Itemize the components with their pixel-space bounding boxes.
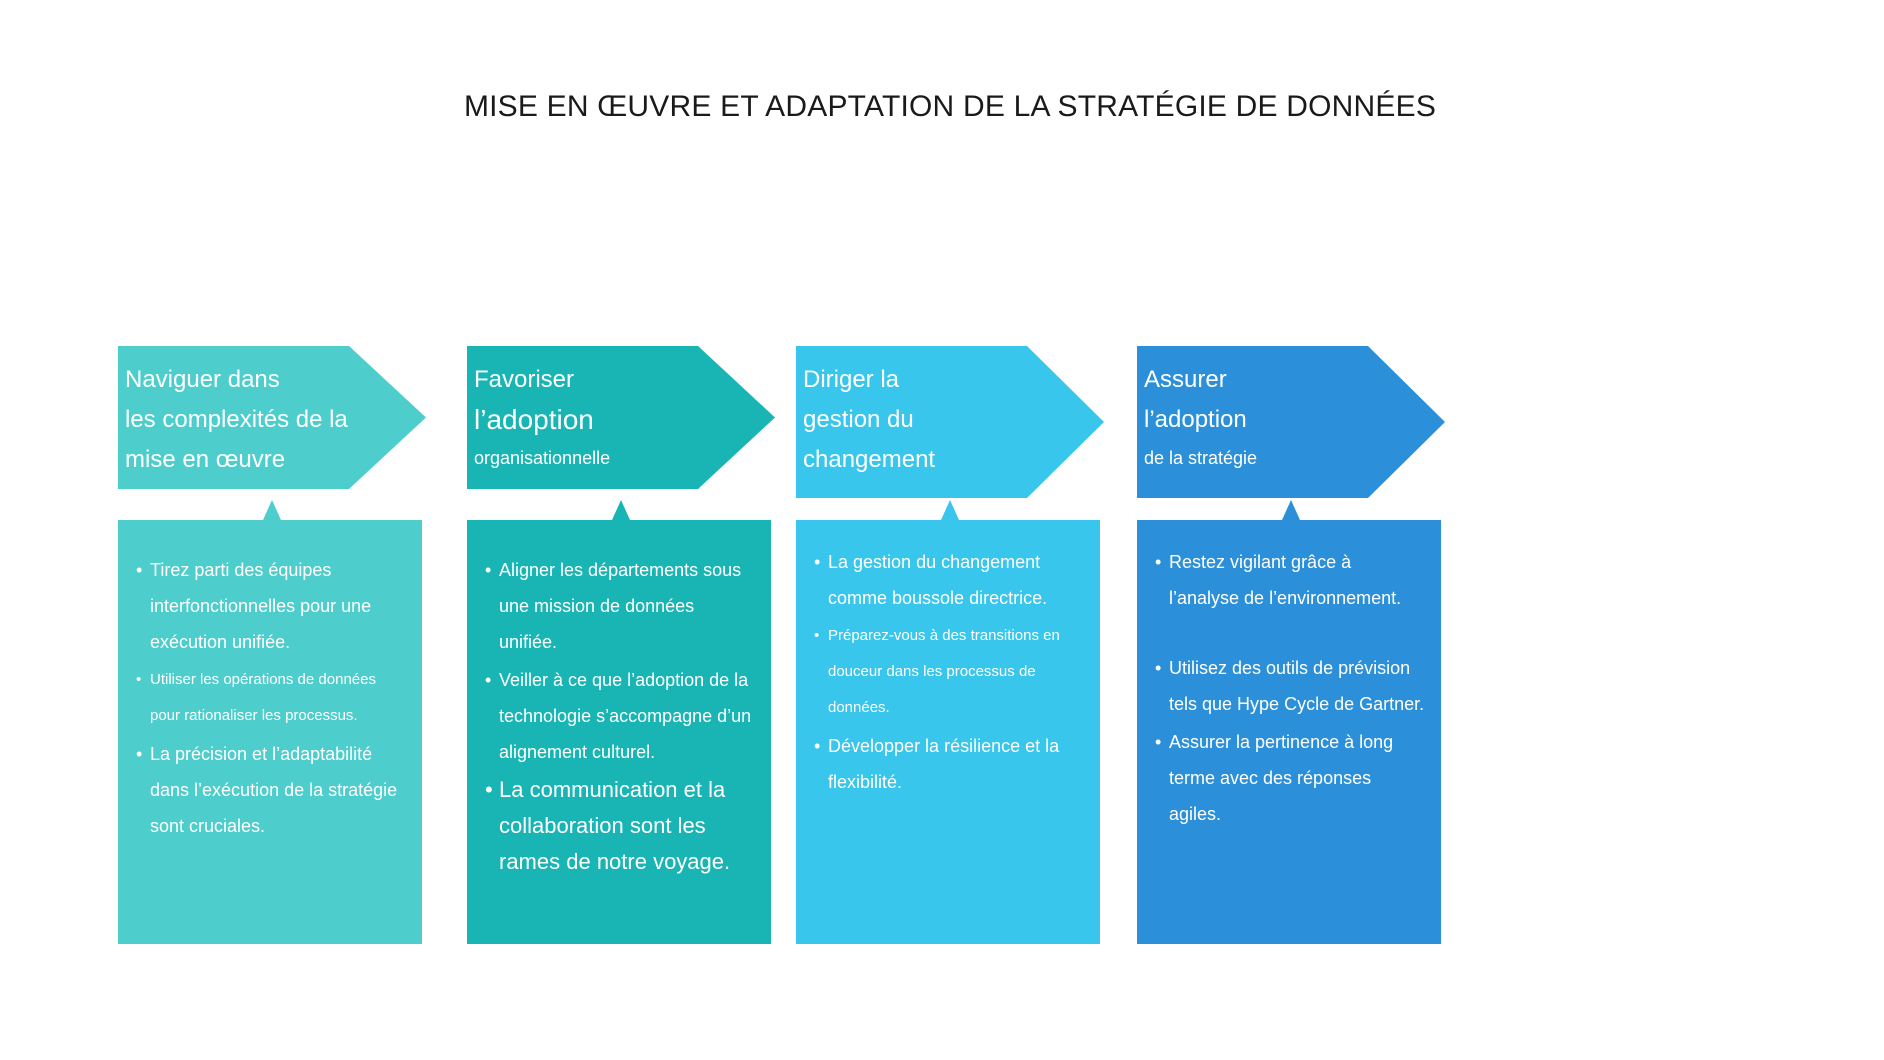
heading-line: Favoriser <box>474 366 575 393</box>
arrow-header: Assurer l’adoption de la stratégie <box>1137 346 1445 498</box>
arrow-header: Diriger la gestion du changement <box>796 346 1104 498</box>
heading-line: les complexités de la <box>125 406 348 433</box>
column-ensure-strategy-adoption: Assurer l’adoption de la stratégie Reste… <box>1137 346 1445 946</box>
bullet-item: La communication et la collaboration son… <box>485 772 755 880</box>
arrow-header-label: Favoriser l’adoption organisationnelle <box>474 360 704 476</box>
heading-line: l’adoption <box>1144 406 1247 433</box>
arrow-header-label: Naviguer dans les complexités de la mise… <box>125 360 355 480</box>
bullet-item: La précision et l’adaptabilité dans l’ex… <box>136 736 406 844</box>
heading-line: de la stratégie <box>1144 448 1258 468</box>
bullet-item: Développer la résilience et la flexibili… <box>814 728 1084 800</box>
pointer-triangle <box>263 500 281 520</box>
bullet-item: Aligner les départements sous une missio… <box>485 552 755 660</box>
heading-line: l’adoption <box>474 404 594 435</box>
bullet-box: La gestion du changement comme boussole … <box>796 520 1100 944</box>
bullet-list: Restez vigilant grâce à l’analyse de l’e… <box>1137 520 1441 832</box>
arrow-header: Naviguer dans les complexités de la mise… <box>118 346 426 489</box>
bullet-item: Assurer la pertinence à long terme avec … <box>1155 724 1425 832</box>
heading-line: gestion du <box>803 406 914 433</box>
bullet-item: Utiliser les opérations de données pour … <box>136 662 406 734</box>
pointer-triangle <box>612 500 630 520</box>
page-title: MISE EN ŒUVRE ET ADAPTATION DE LA STRATÉ… <box>463 90 1437 123</box>
bullet-item: Utilisez des outils de prévision tels qu… <box>1155 650 1425 722</box>
pointer-triangle <box>941 500 959 520</box>
bullet-item: La gestion du changement comme boussole … <box>814 544 1084 616</box>
bullet-item: Préparez-vous à des transitions en douce… <box>814 618 1084 726</box>
heading-line: organisationnelle <box>474 448 611 468</box>
bullet-list: La gestion du changement comme boussole … <box>796 520 1100 800</box>
pointer-triangle <box>1282 500 1300 520</box>
bullet-box: Aligner les départements sous une missio… <box>467 520 771 944</box>
column-foster-adoption: Favoriser l’adoption organisationnelle A… <box>467 346 775 946</box>
bullet-item: Tirez parti des équipes interfonctionnel… <box>136 552 406 660</box>
bullet-item: Veiller à ce que l’adoption de la techno… <box>485 662 755 770</box>
heading-line: Naviguer dans <box>125 366 280 393</box>
heading-line: changement <box>803 446 936 473</box>
heading-line: Diriger la <box>803 366 900 393</box>
heading-line: mise en œuvre <box>125 446 286 473</box>
arrow-header: Favoriser l’adoption organisationnelle <box>467 346 775 489</box>
bullet-list: Aligner les départements sous une missio… <box>467 520 771 880</box>
bullet-list: Tirez parti des équipes interfonctionnel… <box>118 520 422 844</box>
arrow-header-label: Diriger la gestion du changement <box>803 360 1033 480</box>
arrow-header-label: Assurer l’adoption de la stratégie <box>1144 360 1374 476</box>
bullet-box: Tirez parti des équipes interfonctionnel… <box>118 520 422 944</box>
heading-line: Assurer <box>1144 366 1227 393</box>
bullet-item: Restez vigilant grâce à l’analyse de l’e… <box>1155 544 1425 616</box>
column-change-management: Diriger la gestion du changement La gest… <box>796 346 1104 946</box>
column-navigate-complexities: Naviguer dans les complexités de la mise… <box>118 346 426 946</box>
bullet-box: Restez vigilant grâce à l’analyse de l’e… <box>1137 520 1441 944</box>
